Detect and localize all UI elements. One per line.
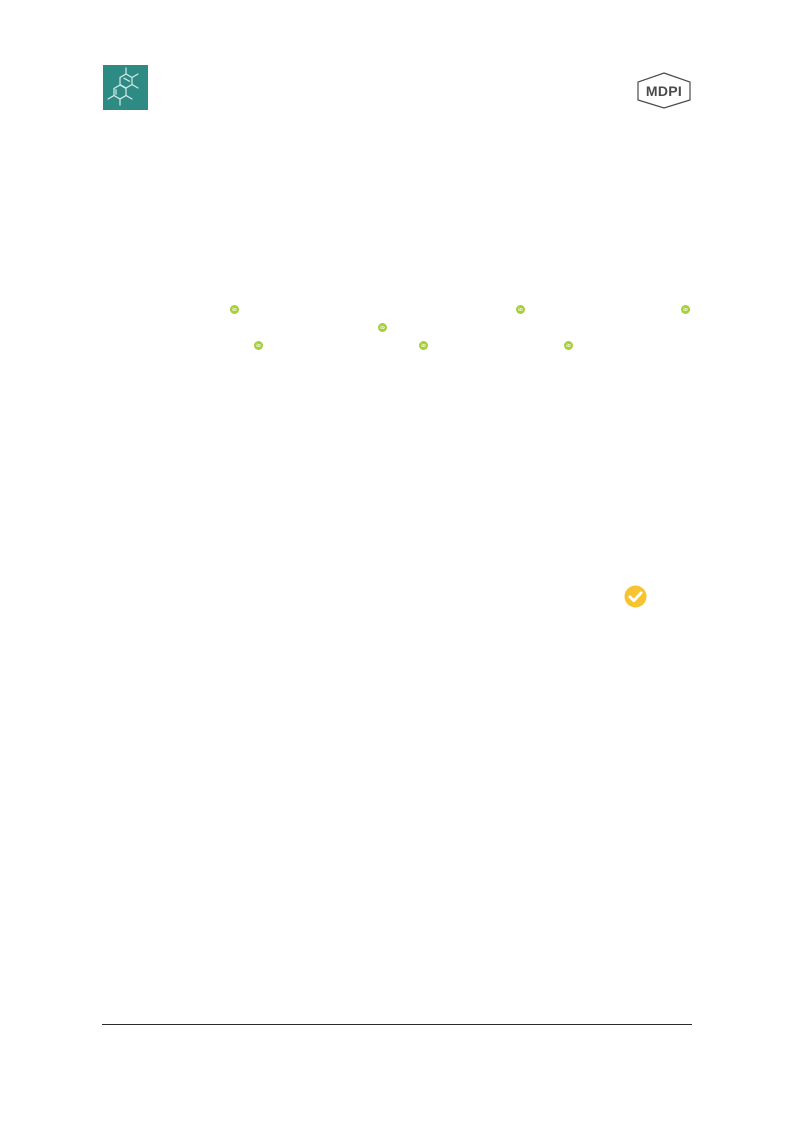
publisher-logo: MDPI [634, 71, 694, 109]
orcid-icon[interactable]: iD [564, 341, 573, 350]
orcid-icon[interactable]: iD [681, 305, 690, 314]
footer-divider [102, 1024, 692, 1025]
orcid-icon[interactable]: iD [419, 341, 428, 350]
svg-text:iD: iD [421, 343, 426, 348]
check-circle-icon [624, 585, 647, 608]
svg-text:iD: iD [232, 307, 237, 312]
svg-text:iD: iD [566, 343, 571, 348]
journal-logo [103, 65, 148, 110]
svg-text:iD: iD [518, 307, 523, 312]
publisher-logo-text: MDPI [646, 83, 682, 99]
svg-text:iD: iD [380, 325, 385, 330]
orcid-icon[interactable]: iD [230, 305, 239, 314]
orcid-icon[interactable]: iD [378, 323, 387, 332]
check-for-updates-badge[interactable] [624, 585, 647, 608]
svg-text:iD: iD [256, 343, 261, 348]
molecule-structure-icon [103, 65, 148, 110]
orcid-icon[interactable]: iD [516, 305, 525, 314]
svg-text:iD: iD [683, 307, 688, 312]
publisher-logo-mark: MDPI [637, 72, 691, 109]
orcid-icon[interactable]: iD [254, 341, 263, 350]
